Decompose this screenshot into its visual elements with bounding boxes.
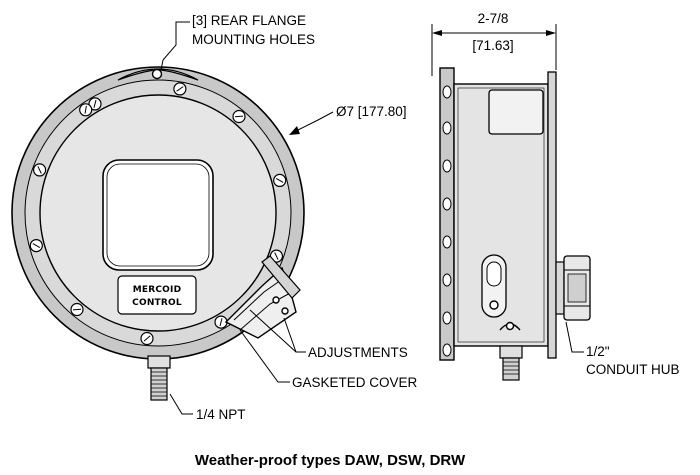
flange-bolt-slot bbox=[37, 166, 42, 174]
front-view: MERCOID CONTROL bbox=[11, 66, 305, 401]
flange-bolt-slot bbox=[274, 252, 279, 260]
rear-flange-label-2: MOUNTING HOLES bbox=[192, 32, 315, 47]
side-flange-bolt bbox=[442, 273, 452, 287]
logo-line1: MERCOID bbox=[133, 285, 182, 295]
flange-bolt-slot bbox=[234, 115, 244, 118]
conduit-label-1: 1/2ʺ bbox=[586, 344, 610, 359]
side-flange-bolt bbox=[442, 311, 452, 325]
caption: Weather-proof types DAW, DSW, DRW bbox=[195, 452, 466, 469]
flange-bolt-slot bbox=[72, 308, 82, 311]
conduit-hub bbox=[555, 255, 591, 321]
gasketed-cover bbox=[224, 255, 301, 339]
gasketed-cover-label: GASKETED COVER bbox=[292, 375, 418, 390]
depth-metric-label: [71.63] bbox=[472, 38, 513, 53]
side-adjustment-slot bbox=[481, 254, 507, 318]
flange-bolt-slot bbox=[32, 243, 41, 249]
flange-bolts bbox=[29, 82, 287, 346]
diameter-label: Ø7 [177.80] bbox=[336, 104, 407, 119]
side-flange-bolt bbox=[442, 159, 452, 173]
rear-flange-label-1: [3] REAR FLANGE bbox=[192, 13, 306, 28]
flange-bolt-slot bbox=[176, 86, 184, 92]
flange-bolt-slot bbox=[219, 318, 223, 327]
logo-line2: CONTROL bbox=[132, 298, 182, 308]
depth-imperial-label: 2-7/8 bbox=[478, 11, 509, 26]
rear-flange-tab bbox=[117, 68, 199, 81]
npt-fitting bbox=[147, 355, 171, 401]
side-flange-bolt bbox=[442, 85, 452, 99]
npt-label: 1/4 NPT bbox=[196, 407, 246, 422]
display-window-inner bbox=[106, 163, 210, 267]
side-bolts bbox=[442, 85, 452, 357]
logo-plate bbox=[117, 275, 197, 315]
side-flange-bolt bbox=[442, 343, 452, 357]
leaders bbox=[160, 21, 584, 415]
side-flange-bolt bbox=[442, 121, 452, 135]
adjustments-label: ADJUSTMENTS bbox=[308, 345, 408, 360]
display-window bbox=[102, 159, 214, 271]
side-npt-fitting bbox=[499, 321, 523, 381]
flange-bolt-slot bbox=[84, 105, 87, 114]
side-flange-bolt bbox=[442, 235, 452, 249]
side-rear-tab bbox=[488, 89, 544, 135]
flange-bolt-slot bbox=[143, 335, 151, 342]
side-flange-bolt bbox=[442, 197, 452, 211]
rear-flange-hole bbox=[151, 68, 163, 80]
side-view bbox=[431, 24, 591, 381]
flange-bolt-slot bbox=[93, 99, 97, 108]
flange-bolt-slot bbox=[275, 177, 284, 183]
side-rear-flange bbox=[547, 71, 557, 359]
conduit-label-2: CONDUIT HUB bbox=[586, 362, 680, 377]
